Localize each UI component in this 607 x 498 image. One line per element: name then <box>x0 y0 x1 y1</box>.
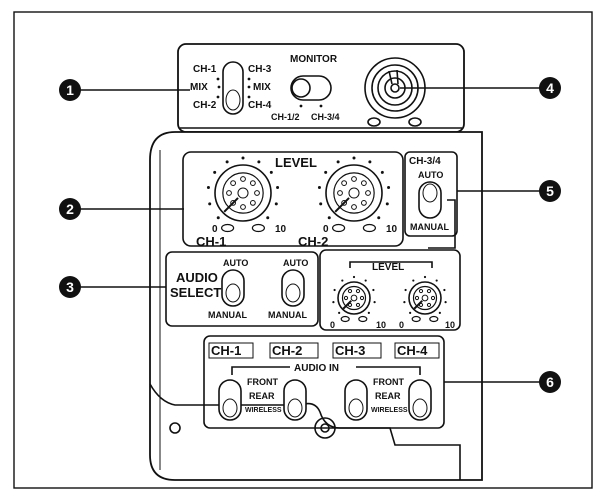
monitor-switch-label-ch34: CH-3/4 <box>311 112 340 122</box>
audio-select-1-auto: AUTO <box>223 258 248 268</box>
ch34-auto-manual-section: CH-3/4 AUTO MANUAL <box>404 151 458 249</box>
monitor-right-label-ch3: CH-3 <box>248 64 272 75</box>
audio-select-title-1: AUDIO <box>176 270 218 285</box>
audio-in-switch-ch4[interactable] <box>408 379 432 421</box>
ch34-auto-label: AUTO <box>418 170 443 180</box>
monitor-right-label-mix: MIX <box>253 82 271 93</box>
level-section: LEVEL 0 10 CH-1 0 10 CH-2 <box>182 151 404 249</box>
level-knob-ch2-min: 0 <box>323 224 329 235</box>
svg-text:2: 2 <box>66 201 74 217</box>
level34-section-border <box>319 249 461 331</box>
ch34-auto-manual-switch[interactable] <box>418 181 442 219</box>
svg-text:3: 3 <box>66 279 74 295</box>
level-section-border <box>182 151 404 247</box>
audio-in-switch-ch2[interactable] <box>283 379 307 421</box>
audio-select-switch-2[interactable] <box>281 269 305 307</box>
audio-select-1-manual: MANUAL <box>208 310 247 320</box>
audio-in-g1-front: FRONT <box>247 377 278 387</box>
outer-frame <box>13 11 593 489</box>
monitor-switch-label-ch12: CH-1/2 <box>271 112 300 122</box>
audio-select-title-2: SELECT <box>170 285 221 300</box>
monitor-left-label-mix: MIX <box>190 82 208 93</box>
level34-knob-ch4[interactable] <box>403 275 447 323</box>
ch34-title: CH-3/4 <box>409 156 441 167</box>
svg-text:6: 6 <box>546 374 554 390</box>
ch34-section-border <box>404 151 458 237</box>
monitor-left-label-ch2: CH-2 <box>193 100 217 111</box>
audio-in-g2-front: FRONT <box>373 377 404 387</box>
audio-in-g2-wireless: WIRELESS <box>371 407 408 414</box>
callout-6: 6 <box>539 371 561 393</box>
audio-select-section: AUDIO SELECT AUTO MANUAL AUTO MANUAL <box>165 251 319 327</box>
monitor-panel: CH-1 MIX CH-2 CH-3 MIX CH-4 MONITOR CH-1… <box>177 43 465 133</box>
callout-1: 1 <box>59 79 81 101</box>
audio-in-g1-wireless: WIRELESS <box>245 407 282 414</box>
level-title: LEVEL <box>275 155 317 170</box>
level34-knob-ch4-min: 0 <box>399 320 404 330</box>
level-knob-ch1[interactable] <box>206 156 280 233</box>
audio-in-section: CH-1 CH-2 CH-3 CH-4 AUDIO IN FRONT REAR … <box>203 335 445 429</box>
level-knob-ch1-min: 0 <box>212 224 218 235</box>
audio-select-border <box>165 251 319 327</box>
svg-text:1: 1 <box>66 82 74 98</box>
callout-lines <box>80 87 540 383</box>
level34-knob-ch3-min: 0 <box>330 320 335 330</box>
level-knob-ch1-max: 10 <box>275 224 287 235</box>
callout-4: 4 <box>539 77 561 99</box>
ch34-manual-label: MANUAL <box>410 222 449 232</box>
audio-select-2-auto: AUTO <box>283 258 308 268</box>
svg-text:5: 5 <box>546 183 554 199</box>
audio-in-channel-ch1: CH-1 <box>211 343 241 358</box>
monitor-mix-switch[interactable] <box>222 61 244 115</box>
svg-text:4: 4 <box>546 80 554 96</box>
audio-in-title: AUDIO IN <box>294 363 339 374</box>
monitor-channel-switch[interactable] <box>290 75 332 101</box>
monitor-left-label-ch1: CH-1 <box>193 64 217 75</box>
audio-in-g2-rear: REAR <box>375 391 401 401</box>
callout-2: 2 <box>59 198 81 220</box>
audio-select-2-manual: MANUAL <box>268 310 307 320</box>
level-knob-ch1-label: CH-1 <box>196 234 226 249</box>
audio-in-channel-ch4: CH-4 <box>397 343 428 358</box>
level-knob-ch2-max: 10 <box>386 224 398 235</box>
level34-knob-ch3-max: 10 <box>376 320 386 330</box>
audio-select-switch-1[interactable] <box>221 269 245 307</box>
monitor-right-label-ch4: CH-4 <box>248 100 272 111</box>
monitor-title: MONITOR <box>290 54 338 65</box>
audio-in-switch-ch3[interactable] <box>344 379 368 421</box>
level34-title: LEVEL <box>372 262 404 273</box>
level34-section: LEVEL 0 10 0 10 <box>319 249 461 331</box>
callout-3: 3 <box>59 276 81 298</box>
callout-5: 5 <box>539 180 561 202</box>
level34-knob-ch3[interactable] <box>332 275 376 323</box>
audio-in-channel-ch3: CH-3 <box>335 343 365 358</box>
audio-in-g1-rear: REAR <box>249 391 275 401</box>
audio-in-channel-ch2: CH-2 <box>272 343 302 358</box>
level-knob-ch2-label: CH-2 <box>298 234 328 249</box>
level-knob-ch2[interactable] <box>317 156 391 233</box>
level34-knob-ch4-max: 10 <box>445 320 455 330</box>
audio-in-switch-ch1[interactable] <box>218 379 242 421</box>
